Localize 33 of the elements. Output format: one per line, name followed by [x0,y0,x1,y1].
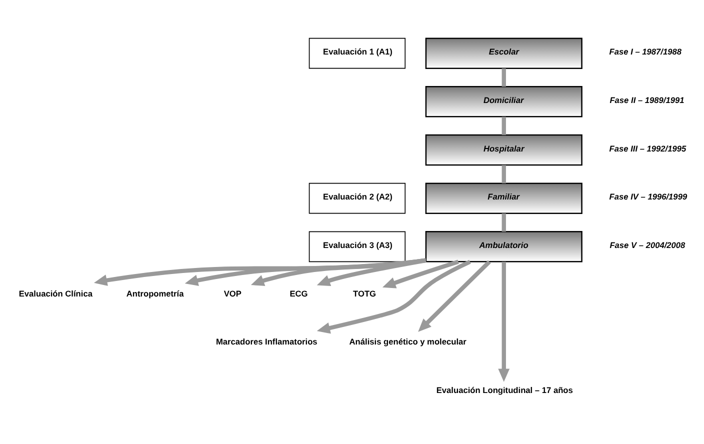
connector [502,164,506,183]
connector [502,212,506,232]
arrow [498,261,510,382]
node-box: Evaluación 3 (A3) [308,230,406,262]
node-box: Ambulatorio [425,230,582,262]
node-box: Familiar [425,182,582,214]
connector [502,68,506,86]
arrow [184,258,426,286]
arrow [382,259,459,288]
arrow [418,260,491,332]
arrow [94,258,426,286]
node-text: Marcadores Inflamatorios [216,336,318,346]
node-text: Antropometría [126,288,184,298]
node-label: Fase II – 1989/1991 [610,94,684,104]
node-text: Evaluación Clínica [18,288,92,298]
node-label: Fase V – 2004/2008 [610,239,686,250]
node-text: ECG [290,288,308,298]
arrow [316,258,426,286]
node-text: Evaluación Longitudinal – 17 años [436,384,573,394]
arrow [316,259,471,334]
node-label: Fase IV – 1996/1999 [609,191,688,202]
node-text: TOTG [353,288,376,298]
node-label: Fase I – 1987/1988 [609,46,682,56]
node-label: Fase III – 1992/1995 [609,142,686,153]
node-box: Evaluación 2 (A2) [308,182,406,214]
arrow [250,258,426,286]
node-box: Evaluación 1 (A1) [308,37,406,68]
node-box: Domiciliar [425,86,582,117]
connector [502,116,506,134]
node-text: Análisis genético y molecular [349,336,466,346]
node-text: VOP [224,288,242,298]
node-box: Escolar [425,37,582,68]
node-box: Hospitalar [425,134,582,166]
